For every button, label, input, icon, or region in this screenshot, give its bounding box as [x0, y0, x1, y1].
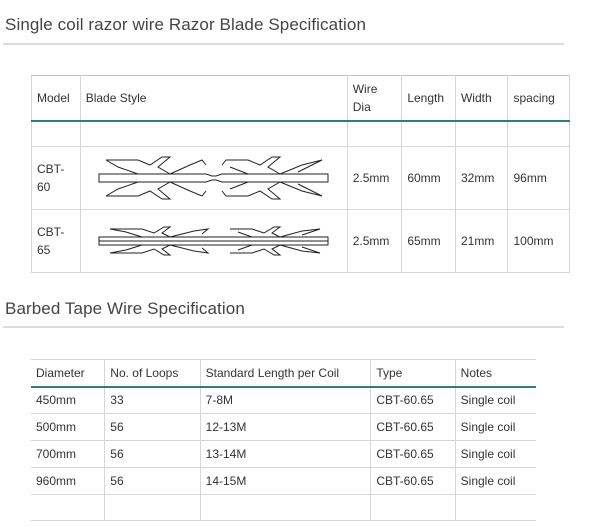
cell-loops: 33	[104, 386, 201, 414]
cell-loops: 56	[104, 467, 201, 495]
cell-diameter: 960mm	[31, 467, 105, 495]
header-model: Model	[31, 75, 81, 122]
cell-width: 21mm	[454, 209, 509, 273]
section-title-razor-blade: Single coil razor wire Razor Blade Speci…	[5, 15, 367, 34]
table-row: CBT-60	[31, 146, 570, 210]
table-row: 500mm 56 12-13M CBT-60.65 Single coil	[31, 413, 536, 441]
table-row: CBT-65	[31, 209, 570, 273]
cell-blade-style	[79, 209, 348, 273]
cell-notes: Single coil	[454, 413, 536, 441]
cell-diameter: 500mm	[31, 413, 105, 441]
table-header-row: Diameter No. of Loops Standard Length pe…	[31, 359, 536, 388]
header-width: Width	[454, 75, 509, 122]
cell-length: 7-8M	[199, 386, 371, 414]
cell-length: 13-14M	[199, 440, 371, 468]
table-row: 700mm 56 13-14M CBT-60.65 Single coil	[31, 440, 536, 468]
header-notes: Notes	[454, 359, 536, 388]
cell-blade-style	[79, 146, 348, 210]
cell-type: CBT-60.65	[370, 413, 456, 441]
cell-loops: 56	[104, 413, 201, 441]
cell-length: 14-15M	[199, 467, 371, 495]
header-diameter: Diameter	[31, 359, 105, 388]
header-spacing: spacing	[507, 75, 570, 122]
table-row-blank	[31, 120, 570, 147]
header-length: Length	[401, 75, 456, 122]
cell-diameter: 450mm	[31, 386, 105, 414]
section-title-barbed-tape: Barbed Tape Wire Specification	[5, 299, 245, 318]
cell-model: CBT-65	[31, 209, 81, 273]
header-standard-length: Standard Length per Coil	[199, 359, 371, 388]
barbed-tape-spec-table: Diameter No. of Loops Standard Length pe…	[31, 359, 536, 521]
cell-spacing: 100mm	[507, 209, 570, 273]
cell-diameter: 700mm	[31, 440, 105, 468]
cell-type: CBT-60.65	[370, 440, 456, 468]
cell-width: 32mm	[454, 146, 509, 210]
cell-spacing: 96mm	[507, 146, 570, 210]
cell-type: CBT-60.65	[370, 386, 456, 414]
table-row: 450mm 33 7-8M CBT-60.65 Single coil	[31, 386, 536, 414]
header-type: Type	[370, 359, 456, 388]
cell-notes: Single coil	[454, 386, 536, 414]
cell-length: 60mm	[401, 146, 456, 210]
cell-wire-dia: 2.5mm	[346, 209, 403, 273]
cell-model: CBT-60	[31, 146, 81, 210]
cell-loops: 56	[104, 440, 201, 468]
title-divider	[3, 43, 564, 45]
cell-notes: Single coil	[454, 467, 536, 495]
cell-length: 12-13M	[199, 413, 371, 441]
cell-type: CBT-60.65	[370, 467, 456, 495]
title-divider	[3, 326, 564, 328]
razor-blade-cbt-60-icon	[98, 156, 329, 200]
razor-blade-cbt-65-icon	[98, 226, 329, 256]
table-row: 960mm 56 14-15M CBT-60.65 Single coil	[31, 467, 536, 495]
header-loops: No. of Loops	[104, 359, 201, 388]
cell-wire-dia: 2.5mm	[346, 146, 403, 210]
cell-length: 65mm	[401, 209, 456, 273]
table-row-blank	[31, 494, 536, 521]
header-blade-style: Blade Style	[79, 75, 348, 122]
cell-notes: Single coil	[454, 440, 536, 468]
